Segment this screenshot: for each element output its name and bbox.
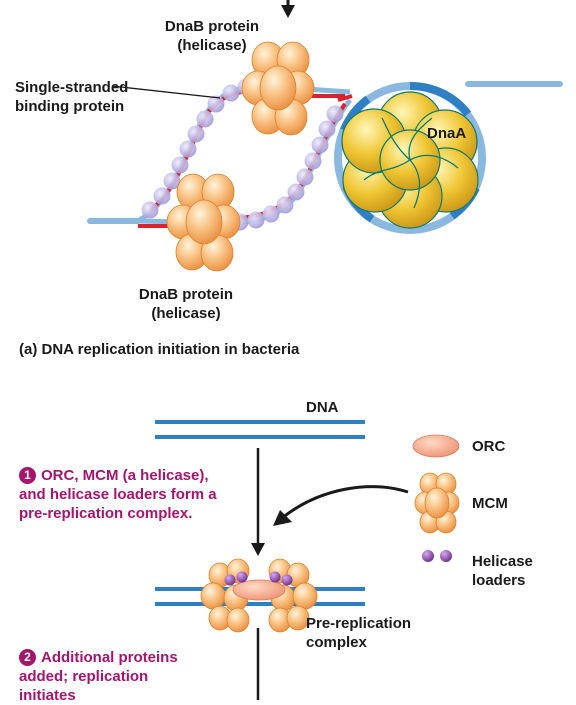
- helicase-loaders-legend-label: Helicase loaders: [472, 552, 533, 590]
- step1-line3: pre-replication complex.: [19, 505, 193, 522]
- helicase-loaders-legend-icon: [422, 550, 452, 562]
- dnab-bottom-label: DnaB protein (helicase): [122, 285, 250, 323]
- ssb-beads-upper: [141, 78, 255, 219]
- ssb-label-line2: binding protein: [15, 98, 125, 115]
- dna-label: DNA: [306, 399, 339, 416]
- pre-replication-complex-label: Pre-replication complex: [306, 614, 411, 652]
- panel-a-caption-prefix: (a): [19, 341, 38, 358]
- complex-line1: Pre-replication: [306, 615, 412, 632]
- step1-number-badge: 1: [19, 467, 36, 484]
- curved-arrow: [273, 485, 409, 526]
- panel-a-caption-text: DNA replication initiation in bacteria: [41, 341, 300, 358]
- mcm-legend-icon: [414, 472, 460, 534]
- incoming-arrow: [281, 0, 295, 18]
- orc-legend-icon: [412, 434, 460, 458]
- mcm-legend-label: MCM: [472, 495, 508, 512]
- dna-duplex-top: [155, 420, 365, 439]
- dnaa-complex: [334, 81, 486, 234]
- step1-line2: and helicase loaders form a: [19, 486, 217, 503]
- step2-line2: added; replication: [19, 668, 149, 685]
- step1-arrow: [251, 448, 265, 556]
- panel-a-caption: (a) DNA replication initiation in bacter…: [19, 340, 299, 359]
- dnab-top-label-line1: DnaB protein: [164, 18, 260, 35]
- ssb-leader-line: [111, 85, 221, 99]
- dnaa-label: DnaA: [427, 125, 467, 142]
- helicase-loaders-line2: loaders: [472, 572, 526, 589]
- orc-legend-label: ORC: [472, 438, 506, 455]
- ssb-label: Single-stranded binding protein: [15, 78, 128, 116]
- dnab-helicase-top: [241, 41, 315, 136]
- step2-line3: initiates: [19, 687, 76, 704]
- dnab-top-label-line2: (helicase): [177, 37, 247, 54]
- dnab-bottom-label-line2: (helicase): [151, 305, 221, 322]
- dnab-bottom-label-line1: DnaB protein: [138, 286, 234, 303]
- step2-number-badge: 2: [19, 649, 36, 666]
- helicase-loaders-line1: Helicase: [472, 553, 533, 570]
- dnab-helicase-bottom: [166, 173, 241, 272]
- complex-line2: complex: [306, 634, 367, 651]
- ssb-label-line1: Single-stranded: [15, 79, 129, 96]
- dnab-top-label: DnaB protein (helicase): [148, 17, 276, 55]
- pre-replication-complex-illustration: [200, 558, 318, 633]
